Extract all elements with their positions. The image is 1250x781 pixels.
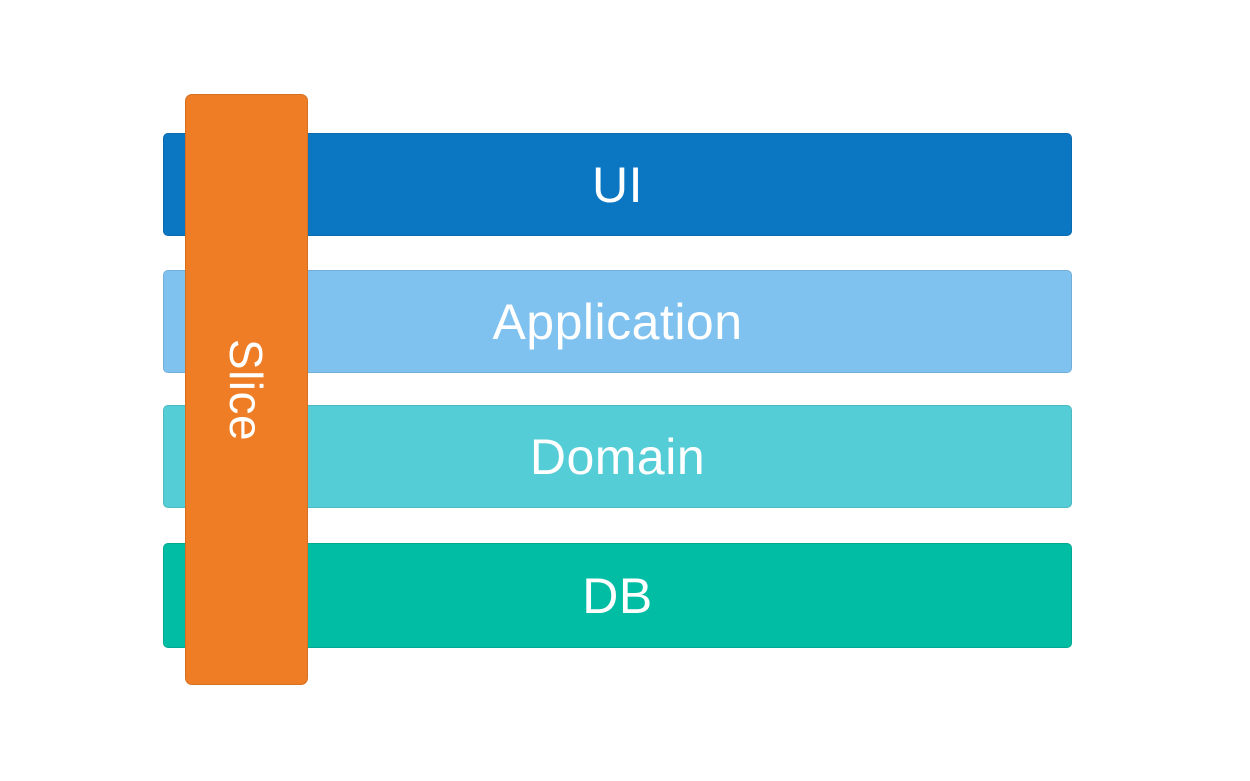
layer-bar-domain: Domain xyxy=(163,405,1072,508)
layer-label-db: DB xyxy=(582,567,653,624)
layer-bar-db: DB xyxy=(163,543,1072,648)
layer-label-domain: Domain xyxy=(529,428,706,485)
layer-label-ui: UI xyxy=(592,156,643,213)
layer-bar-ui: UI xyxy=(163,133,1072,236)
layer-label-application: Application xyxy=(492,293,743,350)
slice-label: Slice xyxy=(220,338,273,441)
layer-bar-application: Application xyxy=(163,270,1072,373)
slice-bar: Slice xyxy=(185,94,308,685)
